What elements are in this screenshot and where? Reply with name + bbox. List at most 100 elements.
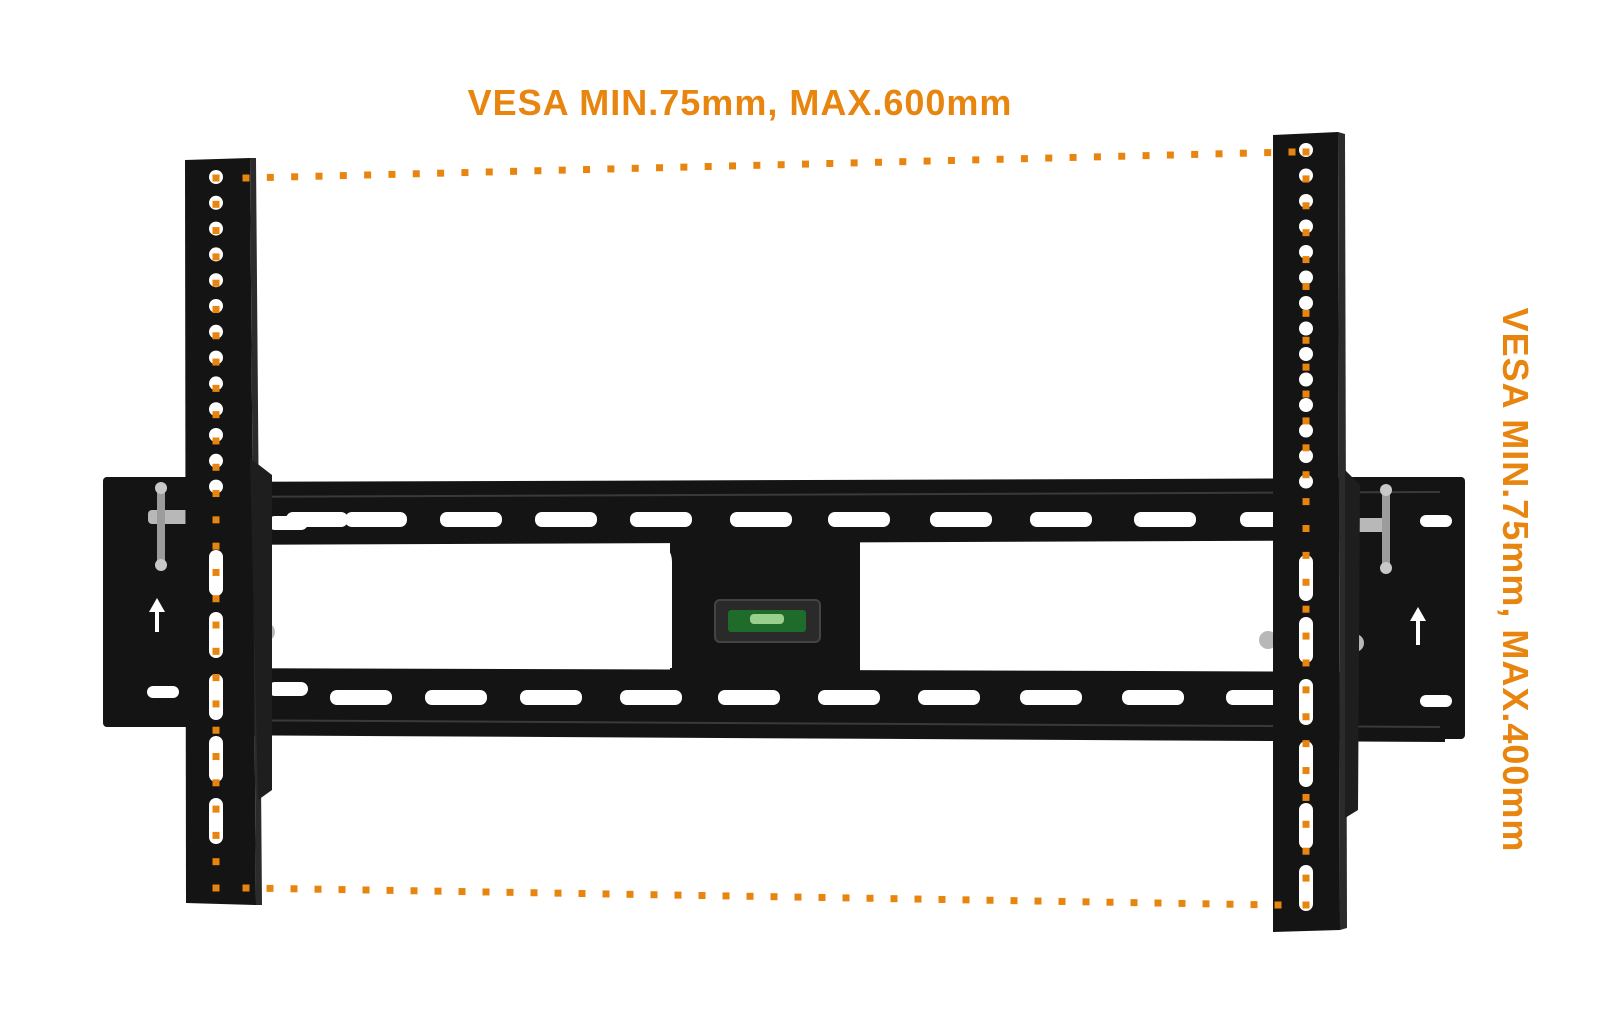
mount-hole (1299, 423, 1313, 438)
mount-hole (1299, 270, 1313, 285)
dimension-dot (212, 884, 220, 892)
mount-hole (1299, 296, 1313, 310)
dimension-dot (1302, 847, 1310, 855)
dimension-dot (212, 174, 220, 182)
rail-slot (345, 512, 407, 527)
dimension-dot (242, 884, 250, 892)
mount-slot (1299, 555, 1313, 601)
dimension-dot (434, 887, 442, 895)
dimension-dot (339, 172, 347, 180)
dimension-dot (1302, 229, 1310, 237)
dimension-dot (583, 166, 591, 174)
dimension-dot (212, 305, 220, 313)
dimension-dot (212, 542, 220, 550)
dimension-dot (1302, 901, 1310, 909)
dimension-dot (1058, 897, 1066, 905)
dimension-dot (212, 384, 220, 392)
dimension-dot (1250, 901, 1258, 909)
rail-slot (1020, 690, 1082, 705)
dimension-dot (962, 896, 970, 904)
dimension-dot (729, 162, 737, 170)
vesa-vertical-spec: VESA MIN.75mm, MAX.400mm (1495, 307, 1536, 853)
dimension-dot (458, 888, 466, 896)
rail-slot (268, 516, 308, 530)
dimension-dot (212, 227, 220, 235)
bolt-icon (1259, 631, 1277, 649)
dimension-dot (1302, 282, 1310, 290)
dimension-dot (801, 160, 809, 168)
dimension-dot (1302, 632, 1310, 640)
rail-slot (630, 512, 692, 527)
dimension-dot (1302, 767, 1310, 775)
dimension-dot (826, 159, 834, 167)
bubble-level-icon (714, 599, 821, 643)
up-arrow-icon (1410, 607, 1426, 645)
dimension-dot (362, 886, 370, 894)
dimension-dot (794, 893, 802, 901)
dimension-dot (1302, 659, 1310, 667)
dimension-dot (1302, 686, 1310, 694)
flange-slot-left (147, 686, 179, 698)
dimension-dot (1302, 148, 1310, 156)
dimension-dot (437, 169, 445, 177)
dimension-dot (1178, 899, 1186, 907)
flange-slot-right (1420, 515, 1452, 527)
dimension-dot (212, 726, 220, 734)
rail-slot (1122, 690, 1184, 705)
dimension-dot (212, 779, 220, 787)
dimension-dot (291, 173, 299, 181)
dimension-dot (554, 889, 562, 897)
wall-plate-bottom-rail (190, 668, 1445, 742)
dimension-dot (1302, 336, 1310, 344)
rail-slot (818, 690, 880, 705)
dimension-dot (534, 167, 542, 175)
dimension-dot (506, 888, 514, 896)
dimension-dot (1106, 898, 1114, 906)
rail-slot (930, 512, 992, 527)
dimension-dot (212, 700, 220, 708)
dimension-dot (1069, 153, 1077, 161)
rail-slot (918, 690, 980, 705)
rail-slot (620, 690, 682, 705)
dimension-dot (212, 411, 220, 419)
dimension-dot (558, 166, 566, 174)
dimension-dot (1302, 740, 1310, 748)
dimension-dot (770, 893, 778, 901)
dimension-dot (314, 885, 322, 893)
dimension-dot (1302, 309, 1310, 317)
dimension-dot (631, 164, 639, 172)
dimension-dot (947, 156, 955, 164)
dimension-dot (485, 168, 493, 176)
dimension-dot (338, 886, 346, 894)
dimension-dot (1302, 793, 1310, 801)
dimension-dot (364, 171, 372, 179)
dimension-dot (212, 516, 220, 524)
dimension-dot (1202, 900, 1210, 908)
dimension-dot (1118, 152, 1126, 160)
mount-hole (1299, 398, 1313, 412)
rail-slot (1030, 512, 1092, 527)
mount-hole (1299, 245, 1313, 259)
dimension-dot (212, 647, 220, 655)
wall-plate-right-window (870, 545, 1345, 668)
dimension-dot (212, 253, 220, 261)
dimension-dot (698, 892, 706, 900)
dimension-dot (842, 894, 850, 902)
dimension-dot (1274, 901, 1282, 909)
dimension-dot (1093, 153, 1101, 161)
flange-slot-right-bottom (1420, 695, 1452, 707)
dimension-dot (1302, 390, 1310, 398)
dimension-dot (212, 568, 220, 576)
dimension-dot (1154, 899, 1162, 907)
rail-slot (718, 690, 780, 705)
dimension-dot (212, 831, 220, 839)
left-vertical-arm (185, 158, 272, 905)
vesa-dimension-lines (212, 148, 1310, 909)
dimension-dot (746, 892, 754, 900)
dimension-dot (899, 158, 907, 166)
rail-slot (440, 512, 502, 527)
dimension-dot (890, 895, 898, 903)
mount-hole (1299, 449, 1313, 463)
